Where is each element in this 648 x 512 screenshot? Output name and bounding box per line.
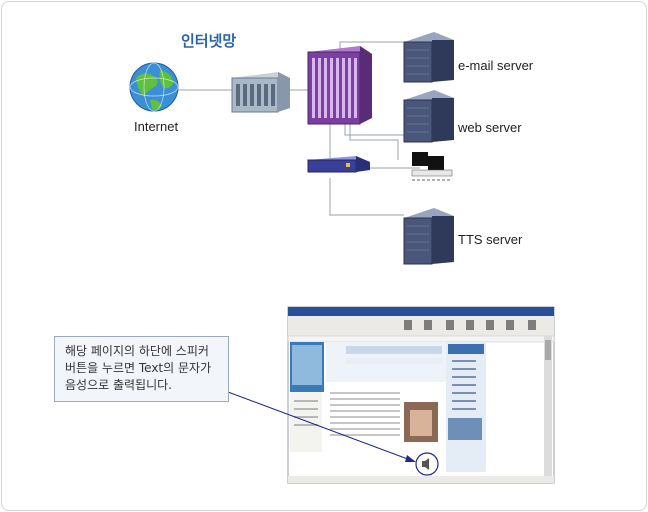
website-screenshot-thumbnail bbox=[287, 306, 555, 484]
speaker-icon bbox=[422, 458, 429, 470]
tts-server-label: TTS server bbox=[458, 232, 523, 247]
switch-icon bbox=[307, 156, 370, 173]
callout-arrow bbox=[227, 391, 416, 462]
console-monitors-icon bbox=[411, 152, 453, 181]
connection-lines bbox=[178, 41, 420, 216]
email-server-label: e-mail server bbox=[458, 58, 534, 73]
diagram-title: 인터넷망 bbox=[181, 32, 237, 50]
rack-console-link bbox=[349, 118, 399, 160]
web-server-icon bbox=[403, 90, 454, 143]
callout-line-3: 음성으로 출력됩니다. bbox=[65, 378, 172, 392]
internet-globe-icon bbox=[129, 62, 179, 112]
tts-server-icon bbox=[403, 208, 454, 265]
callout-line-1: 해당 페이지의 하단에 스피커 bbox=[65, 344, 209, 358]
callout-line-2: 버튼을 누르면 Text의 문자가 bbox=[65, 361, 212, 375]
internet-label: Internet bbox=[134, 119, 179, 134]
switch-tts-link bbox=[329, 178, 404, 216]
core-switch-rack-icon bbox=[307, 46, 372, 125]
web-server-label: web server bbox=[458, 120, 522, 135]
email-server-icon bbox=[403, 32, 454, 83]
speaker-callout-box: 해당 페이지의 하단에 스피커 버튼을 누르면 Text의 문자가 음성으로 출… bbox=[54, 336, 229, 402]
router-icon bbox=[231, 72, 290, 113]
